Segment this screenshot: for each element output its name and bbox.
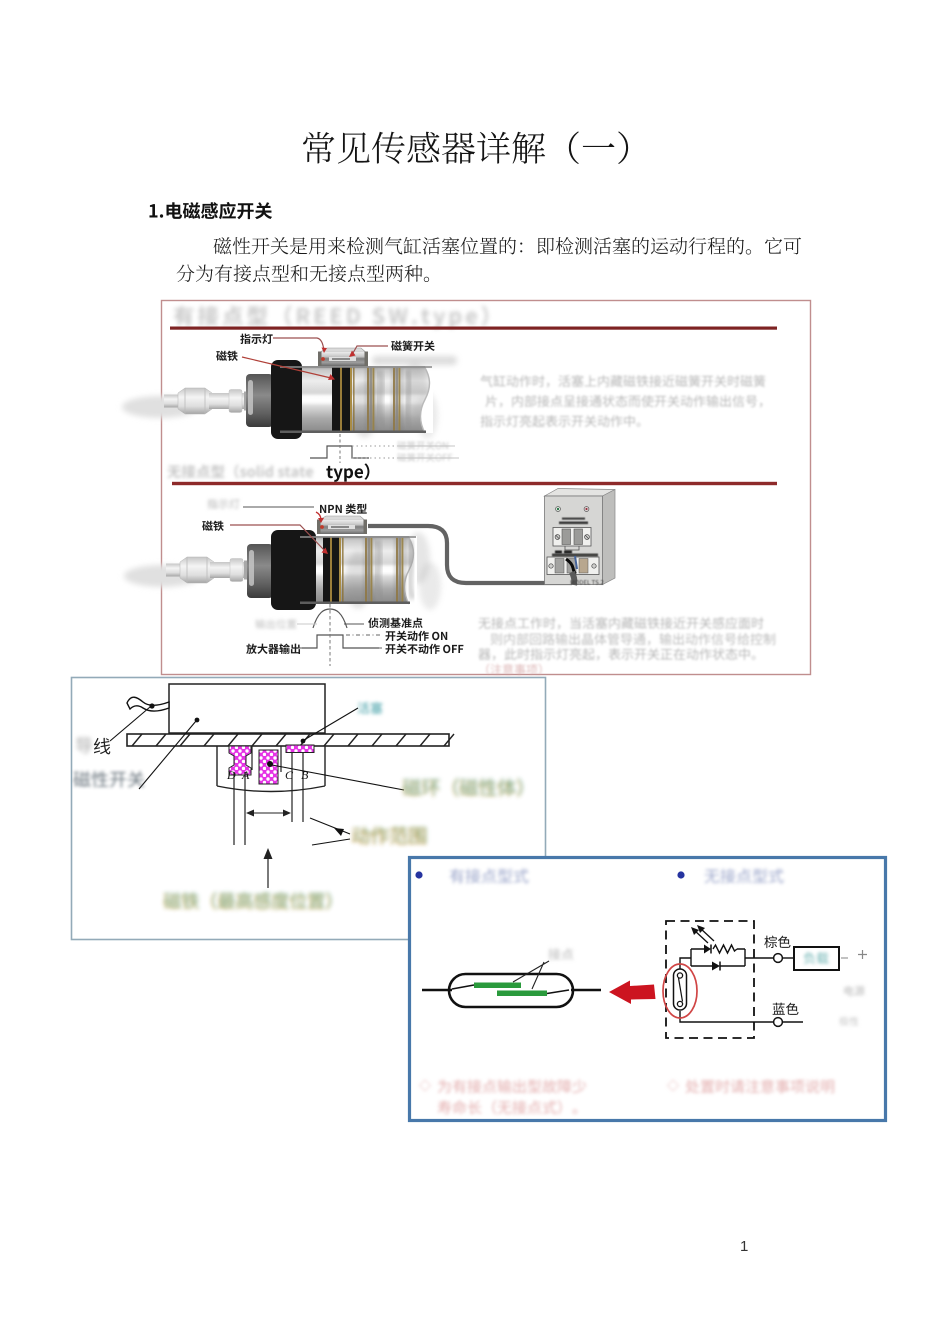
svg-text:D: D <box>226 768 236 782</box>
svg-text:C: C <box>285 768 294 782</box>
svg-text:1: 1 <box>740 1238 748 1255</box>
svg-text:B: B <box>301 768 309 782</box>
